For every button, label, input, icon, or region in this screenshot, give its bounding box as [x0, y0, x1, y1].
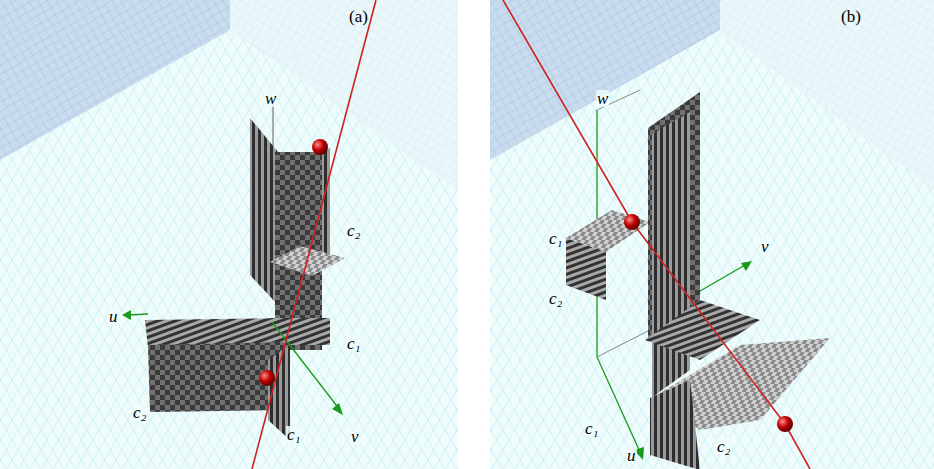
axis-label: v — [350, 428, 360, 445]
axis-label: u — [626, 447, 637, 464]
axis-label: c₁ — [548, 230, 563, 247]
panel-label: (a) — [348, 8, 369, 25]
axis-label: c₂ — [132, 404, 147, 421]
panel-b — [490, 0, 934, 469]
panel-a — [0, 0, 458, 469]
axis-label: u — [108, 308, 119, 325]
axis-label: c₁ — [286, 426, 301, 443]
axis-label: w — [264, 90, 277, 107]
axis-label: w — [596, 90, 609, 107]
axis-label: c₂ — [548, 290, 563, 307]
axis-label: c₂ — [346, 222, 361, 239]
axis-label: c₁ — [346, 335, 361, 352]
axis-label: v — [760, 238, 770, 255]
axis-label: c₁ — [584, 420, 599, 437]
axis-label: c₂ — [716, 438, 731, 455]
panel-label: (b) — [840, 8, 862, 25]
